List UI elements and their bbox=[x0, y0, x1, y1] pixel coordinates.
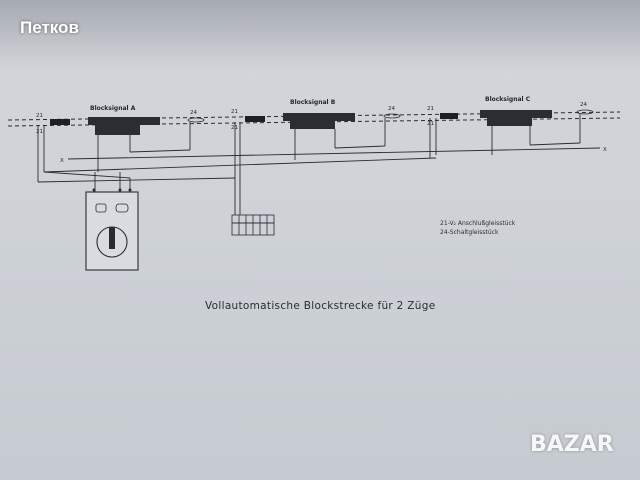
legend-item: 21-V₂ Anschlußgleisstück bbox=[440, 220, 516, 227]
track-label: 21 bbox=[427, 121, 434, 127]
block-signal-c bbox=[480, 110, 552, 126]
signal-label-b: Blocksignal B bbox=[290, 99, 336, 106]
terminal-strip bbox=[231, 214, 275, 236]
wire-label-x-left: X bbox=[60, 158, 64, 164]
transformer bbox=[85, 188, 139, 271]
signal-label-a: Blocksignal A bbox=[90, 105, 136, 112]
watermark-name: Петков bbox=[20, 18, 79, 37]
diagram-caption: Vollautomatische Blockstrecke für 2 Züge bbox=[205, 300, 436, 312]
block-signal-a bbox=[88, 117, 160, 135]
legend: 21-V₂ Anschlußgleisstück 24-Schaltgleiss… bbox=[440, 219, 515, 237]
track-label: 21 bbox=[231, 125, 238, 131]
isolated-sections bbox=[50, 113, 458, 125]
track-label: 21 bbox=[231, 109, 238, 115]
track-label: 21 bbox=[36, 113, 43, 119]
legend-item: 24-Schaltgleisstück bbox=[440, 229, 499, 236]
track-label: 24 bbox=[580, 102, 587, 108]
switching-tracks bbox=[187, 109, 594, 123]
block-signal-b bbox=[283, 113, 355, 129]
wires bbox=[37, 114, 601, 215]
track-label: 21 bbox=[36, 129, 43, 135]
signal-label-c: Blocksignal C bbox=[485, 96, 531, 103]
photo-shadow bbox=[0, 0, 640, 70]
wire-label-x-right: X bbox=[603, 147, 607, 153]
watermark-logo: BAZAR bbox=[530, 432, 614, 457]
track-label: 21 bbox=[427, 106, 434, 112]
track-label: 24 bbox=[190, 110, 197, 116]
track-label: 24 bbox=[388, 106, 395, 112]
